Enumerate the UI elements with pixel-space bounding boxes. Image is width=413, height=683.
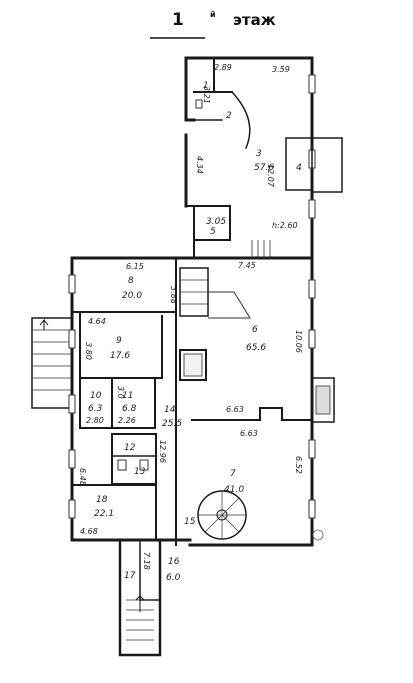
dim-3-21: 3.21	[202, 86, 211, 104]
room-12-number: 12	[124, 443, 136, 453]
room-14-area: 25.5	[162, 419, 182, 429]
room-10-area: 6.3	[88, 404, 103, 414]
dim-2-89: 2.89	[214, 63, 232, 72]
dim-3-59: 3.59	[272, 65, 290, 74]
floor-word: этаж	[233, 11, 276, 29]
fixtures	[117, 99, 324, 541]
dim-12-07: 12.07	[266, 164, 275, 188]
dim-6-48: 6.48	[78, 468, 87, 486]
dim-4-68: 4.68	[80, 527, 98, 536]
dim-6-15: 6.15	[126, 262, 144, 271]
room-7-number: 7	[230, 469, 236, 479]
room-4-number: 4	[296, 163, 302, 173]
partition-2-curve	[230, 90, 251, 149]
room-6-area: 65.6	[246, 343, 266, 353]
room-8-walls	[71, 257, 177, 313]
room-18-area: 22.1	[94, 509, 114, 519]
dim-10-06: 10.06	[294, 330, 303, 353]
windows	[68, 74, 316, 519]
balcony-upper	[311, 137, 343, 193]
dim-6-52: 6.52	[294, 456, 303, 474]
dim-3-80: 3.80	[84, 342, 93, 360]
balcony-lower	[311, 377, 335, 423]
column	[179, 349, 207, 381]
dim-6-63-upper: 6.63	[226, 405, 244, 414]
floor-title: 1 й этаж	[150, 10, 276, 39]
room-labels: 1 2 3 57.6 4 3.05 5 6 65.6 7 41.0 8 20.0…	[88, 81, 302, 583]
fixture-upper	[195, 99, 203, 109]
room-6-number: 6	[252, 325, 258, 335]
dim-2-80: 2.80	[86, 416, 104, 425]
dim-4-64: 4.64	[88, 317, 106, 326]
left-exterior-stair	[31, 317, 73, 409]
room-5-area: 3.05	[206, 217, 226, 227]
inner-walls	[71, 57, 313, 601]
room-1-number: 1	[203, 81, 209, 91]
room-17-number: 17	[124, 571, 136, 581]
lower-wing-walls	[118, 538, 162, 657]
dim-3-88: 3.88	[169, 286, 178, 304]
fixture-room-13-b	[139, 459, 149, 471]
room-14-number: 14	[164, 405, 176, 415]
fixture-room-13	[117, 459, 127, 471]
room-5-number: 5	[210, 227, 216, 237]
dim-7-45: 7.45	[238, 261, 256, 270]
room-8-area: 20.0	[122, 291, 142, 301]
dim-12-96: 12.96	[158, 440, 167, 463]
room-10-number: 10	[90, 391, 102, 401]
up-arrow-icon	[39, 318, 49, 330]
dim-3-0: 3.0	[116, 386, 125, 399]
room-9-walls	[79, 311, 163, 379]
logo-mark	[312, 529, 324, 541]
inner-stair-upper	[179, 267, 251, 319]
upper-wing-wall-left-top	[184, 56, 196, 122]
up-arrow-icon	[135, 595, 145, 612]
room-7-area: 41.0	[224, 485, 244, 495]
dim-7-18: 7.18	[142, 552, 151, 570]
main-wall-right	[188, 256, 314, 547]
room-16-number: 16	[168, 557, 180, 567]
room-8-number: 8	[128, 276, 134, 286]
dimension-labels: 2.89 3.59 3.21 4.34 12.07 h:2.60 6.15 7.…	[78, 63, 303, 570]
column-inner	[183, 353, 203, 377]
room-15-number: 15	[184, 517, 196, 527]
upper-wing-wall-left-bottom	[185, 205, 195, 259]
room-2-number: 2	[226, 111, 232, 121]
left-stair-outline	[31, 317, 73, 409]
ceiling-height: h:2.60	[272, 221, 298, 230]
room-10-11-walls	[79, 377, 156, 429]
staircases	[31, 240, 271, 641]
spiral-stair	[197, 490, 247, 540]
room-5-walls	[193, 205, 231, 241]
dim-4-34: 4.34	[195, 156, 204, 174]
room-18-number: 18	[96, 495, 108, 505]
room-3-area: 57.6	[254, 163, 274, 173]
partition-6-7	[191, 407, 313, 421]
room-13-number: 13	[134, 467, 146, 477]
room-11-area: 6.8	[122, 404, 137, 414]
room-16-area: 6.0	[166, 573, 181, 583]
dim-2-26: 2.26	[118, 416, 136, 425]
upper-wing-stair	[251, 240, 271, 258]
room-11-number: 11	[122, 391, 133, 401]
room-3-number: 3	[256, 149, 262, 159]
lower-exterior-stair	[126, 595, 154, 641]
room-9-area: 17.6	[110, 351, 130, 361]
room-9-number: 9	[116, 336, 122, 346]
dim-6-63-lower: 6.63	[240, 429, 258, 438]
floor-number: 1	[172, 10, 184, 30]
floor-suffix: й	[210, 10, 216, 19]
